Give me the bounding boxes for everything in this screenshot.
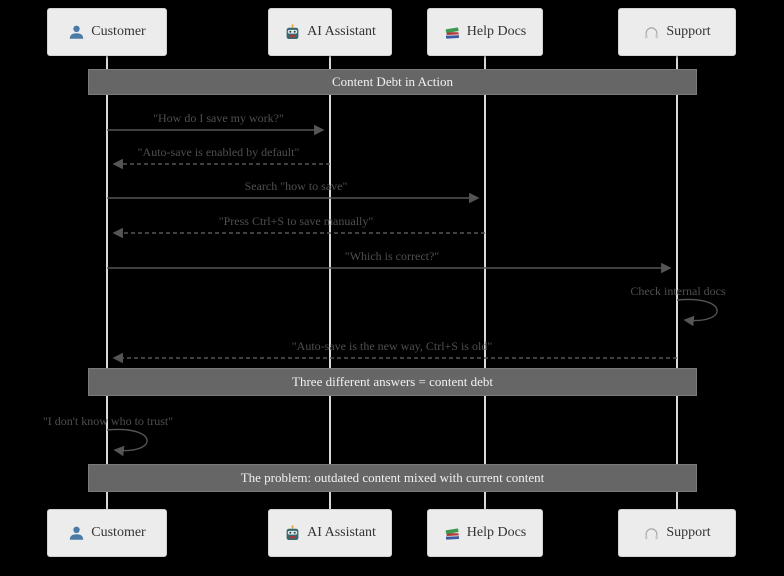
message-label: "Press Ctrl+S to save manually" bbox=[218, 214, 374, 228]
participant-label: Support bbox=[666, 24, 711, 39]
lifeline-ai bbox=[329, 56, 331, 511]
books-icon bbox=[444, 525, 461, 542]
participant-helpdocs-bottom: Help Docs bbox=[427, 509, 543, 557]
lifeline-helpdocs bbox=[484, 56, 486, 511]
person-icon bbox=[68, 525, 85, 542]
message-label: Search "how to save" bbox=[244, 179, 348, 193]
note-band: Three different answers = content debt bbox=[88, 368, 697, 396]
lifeline-support bbox=[676, 56, 678, 511]
participant-ai-top: AI Assistant bbox=[268, 8, 392, 56]
self-message-label: Check internal docs bbox=[630, 284, 726, 298]
lifeline-customer bbox=[106, 56, 108, 511]
participant-label: AI Assistant bbox=[307, 525, 376, 540]
participant-customer-bottom: Customer bbox=[47, 509, 167, 557]
participant-label: AI Assistant bbox=[307, 24, 376, 39]
self-message-arrow bbox=[106, 428, 148, 457]
headset-icon bbox=[643, 24, 660, 41]
participant-support-bottom: Support bbox=[618, 509, 736, 557]
participant-ai-bottom: AI Assistant bbox=[268, 509, 392, 557]
robot-icon bbox=[284, 524, 301, 542]
participant-label: Support bbox=[666, 525, 711, 540]
participant-customer-top: Customer bbox=[47, 8, 167, 56]
message-label: "Auto-save is the new way, Ctrl+S is old… bbox=[291, 339, 493, 353]
books-icon bbox=[444, 24, 461, 41]
self-message-label: "I don't know who to trust" bbox=[42, 414, 174, 428]
message-label: "Auto-save is enabled by default" bbox=[137, 145, 300, 159]
person-icon bbox=[68, 24, 85, 41]
message-label: "How do I save my work?" bbox=[153, 111, 284, 125]
participant-label: Customer bbox=[91, 24, 146, 39]
headset-icon bbox=[643, 525, 660, 542]
participant-label: Customer bbox=[91, 525, 146, 540]
participant-label: Help Docs bbox=[466, 24, 527, 39]
diagram-title-band: Content Debt in Action bbox=[88, 69, 697, 95]
robot-icon bbox=[284, 23, 301, 41]
note-band: The problem: outdated content mixed with… bbox=[88, 464, 697, 492]
participant-support-top: Support bbox=[618, 8, 736, 56]
participant-helpdocs-top: Help Docs bbox=[427, 8, 543, 56]
participant-label: Help Docs bbox=[466, 525, 527, 540]
self-message-arrow bbox=[676, 298, 718, 327]
message-label: "Which is correct?" bbox=[344, 249, 440, 263]
